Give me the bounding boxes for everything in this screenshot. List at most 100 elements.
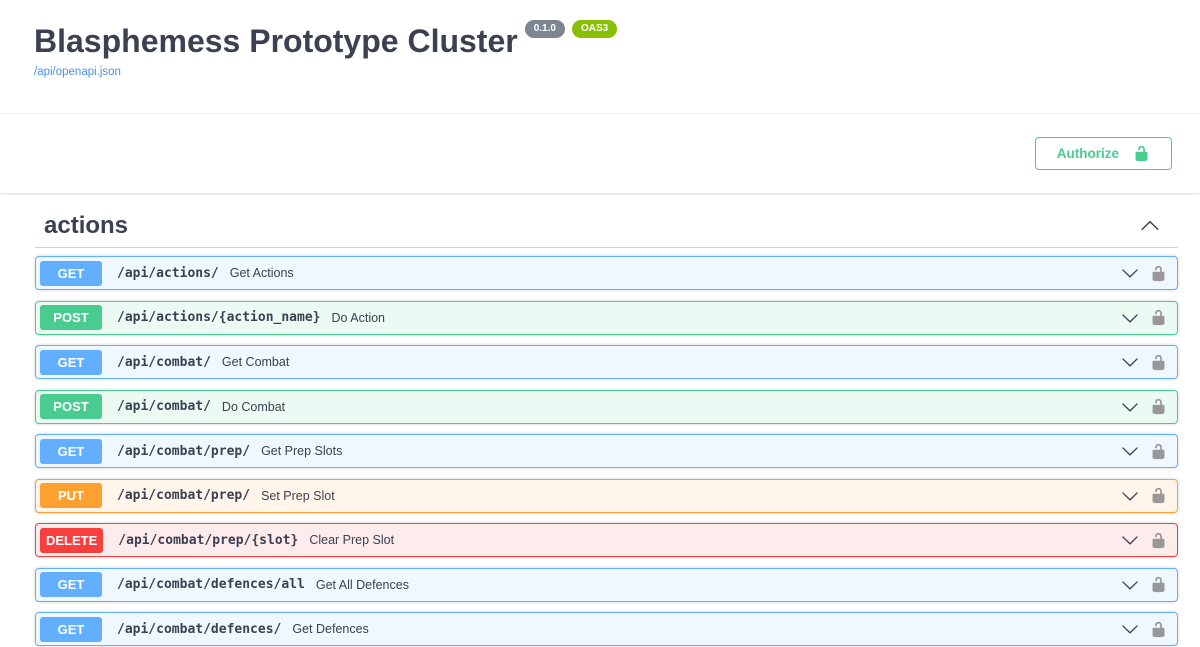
expand-endpoint-button[interactable] — [1121, 398, 1139, 416]
endpoint-summary-bar[interactable]: GET /api/actions/ Get Actions — [36, 258, 1177, 289]
row-icons — [1121, 442, 1167, 460]
endpoint-summary: Do Combat — [221, 399, 286, 414]
row-icons — [1121, 398, 1167, 416]
endpoint-list: GET /api/actions/ Get Actions POST /api — [35, 256, 1178, 646]
endpoint-summary: Get Defences — [292, 622, 369, 636]
section-title: actions — [44, 212, 129, 239]
auth-lock-button[interactable] — [1150, 621, 1167, 638]
expand-endpoint-button[interactable] — [1121, 442, 1139, 460]
chevron-down-icon — [1121, 353, 1139, 371]
authorize-button[interactable]: Authorize — [1034, 137, 1172, 170]
row-icons — [1121, 620, 1167, 638]
scheme-container: Authorize — [0, 113, 1200, 193]
chevron-up-icon — [1140, 216, 1160, 236]
unlock-icon — [1150, 354, 1167, 371]
unlock-icon — [1150, 265, 1167, 282]
method-badge: GET — [40, 616, 102, 642]
oas3-badge: OAS3 — [571, 20, 618, 38]
unlock-icon — [1133, 145, 1150, 162]
endpoint-row[interactable]: POST /api/actions/{action_name} Do Actio… — [35, 300, 1178, 335]
row-icons — [1121, 309, 1167, 327]
auth-lock-button[interactable] — [1150, 532, 1167, 549]
endpoint-path: /api/combat/defences/ — [117, 621, 282, 637]
endpoint-path: /api/combat/prep/ — [117, 443, 251, 459]
unlock-icon — [1150, 532, 1167, 549]
endpoint-row[interactable]: GET /api/combat/defences/all Get All Def… — [35, 567, 1178, 602]
endpoint-row[interactable]: DELETE /api/combat/prep/{slot} Clear Pre… — [35, 523, 1178, 557]
unlock-icon — [1150, 576, 1167, 593]
collapse-section-button[interactable] — [1140, 216, 1160, 236]
endpoint-summary: Do Action — [331, 310, 386, 325]
auth-lock-button[interactable] — [1150, 354, 1167, 371]
expand-endpoint-button[interactable] — [1121, 620, 1139, 638]
chevron-down-icon — [1121, 576, 1139, 594]
api-info: Blasphemess Prototype Cluster 0.1.0 OAS3… — [0, 0, 1200, 113]
endpoint-path: /api/combat/ — [117, 399, 211, 414]
auth-lock-button[interactable] — [1150, 576, 1167, 593]
chevron-down-icon — [1121, 264, 1139, 282]
unlock-icon — [1150, 443, 1167, 460]
chevron-down-icon — [1121, 531, 1139, 549]
chevron-down-icon — [1121, 398, 1139, 416]
authorize-label: Authorize — [1056, 145, 1119, 161]
endpoint-path: /api/combat/prep/ — [117, 488, 251, 503]
endpoint-row[interactable]: PUT /api/combat/prep/ Set Prep Slot — [35, 478, 1178, 513]
spec-link[interactable]: /api/openapi.json — [34, 66, 121, 79]
endpoint-summary: Clear Prep Slot — [309, 533, 395, 547]
auth-lock-button[interactable] — [1150, 309, 1167, 326]
endpoint-summary-bar[interactable]: POST /api/actions/{action_name} Do Actio… — [36, 302, 1177, 333]
method-badge: GET — [40, 349, 102, 375]
endpoint-summary-bar[interactable]: GET /api/combat/defences/ Get Defences — [36, 614, 1177, 645]
row-icons — [1121, 487, 1167, 505]
endpoint-row[interactable]: GET /api/actions/ Get Actions — [35, 256, 1178, 290]
method-badge: POST — [40, 394, 102, 419]
endpoint-path: /api/combat/ — [117, 354, 211, 370]
method-badge: GET — [40, 572, 102, 597]
auth-lock-button[interactable] — [1150, 443, 1167, 460]
chevron-down-icon — [1121, 442, 1139, 460]
expand-endpoint-button[interactable] — [1121, 576, 1139, 594]
chevron-down-icon — [1121, 309, 1139, 327]
endpoint-path: /api/actions/{action_name} — [117, 310, 321, 325]
endpoint-path: /api/combat/prep/{slot} — [118, 532, 299, 548]
endpoint-summary-bar[interactable]: DELETE /api/combat/prep/{slot} Clear Pre… — [36, 525, 1177, 556]
unlock-icon — [1150, 487, 1167, 504]
method-badge: PUT — [40, 483, 102, 508]
endpoint-summary: Get Combat — [221, 355, 290, 369]
method-badge: GET — [40, 260, 102, 286]
endpoint-row[interactable]: POST /api/combat/ Do Combat — [35, 389, 1178, 424]
method-badge: GET — [40, 438, 102, 464]
endpoint-summary-bar[interactable]: GET /api/combat/prep/ Get Prep Slots — [36, 436, 1177, 467]
expand-endpoint-button[interactable] — [1121, 264, 1139, 282]
endpoint-row[interactable]: GET /api/combat/defences/ Get Defences — [35, 612, 1178, 646]
auth-lock-button[interactable] — [1150, 398, 1167, 415]
expand-endpoint-button[interactable] — [1121, 531, 1139, 549]
endpoint-row[interactable]: GET /api/combat/prep/ Get Prep Slots — [35, 434, 1178, 468]
section-header-actions[interactable]: actions — [35, 214, 1178, 248]
api-title-text: Blasphemess Prototype Cluster — [34, 23, 518, 59]
version-badge: 0.1.0 — [524, 20, 565, 38]
row-icons — [1121, 531, 1167, 549]
endpoint-path: /api/combat/defences/all — [117, 577, 305, 592]
unlock-icon — [1150, 621, 1167, 638]
unlock-icon — [1150, 398, 1167, 415]
method-badge: POST — [40, 305, 102, 330]
endpoint-row[interactable]: GET /api/combat/ Get Combat — [35, 345, 1178, 379]
expand-endpoint-button[interactable] — [1121, 487, 1139, 505]
auth-lock-button[interactable] — [1150, 265, 1167, 282]
endpoint-summary: Get Actions — [229, 266, 294, 280]
endpoint-summary-bar[interactable]: POST /api/combat/ Do Combat — [36, 391, 1177, 422]
endpoint-summary-bar[interactable]: GET /api/combat/ Get Combat — [36, 347, 1177, 378]
endpoint-summary-bar[interactable]: PUT /api/combat/prep/ Set Prep Slot — [36, 480, 1177, 511]
endpoint-summary: Get Prep Slots — [261, 444, 343, 458]
method-badge: DELETE — [40, 527, 104, 553]
endpoint-summary-bar[interactable]: GET /api/combat/defences/all Get All Def… — [36, 569, 1177, 600]
endpoint-path: /api/actions/ — [117, 265, 219, 281]
operations-wrapper: actions GET /api/actions/ Get Actions — [0, 214, 1200, 646]
chevron-down-icon — [1121, 487, 1139, 505]
auth-lock-button[interactable] — [1150, 487, 1167, 504]
row-icons — [1121, 576, 1167, 594]
page-title: Blasphemess Prototype Cluster 0.1.0 OAS3 — [34, 20, 1166, 59]
expand-endpoint-button[interactable] — [1121, 353, 1139, 371]
expand-endpoint-button[interactable] — [1121, 309, 1139, 327]
